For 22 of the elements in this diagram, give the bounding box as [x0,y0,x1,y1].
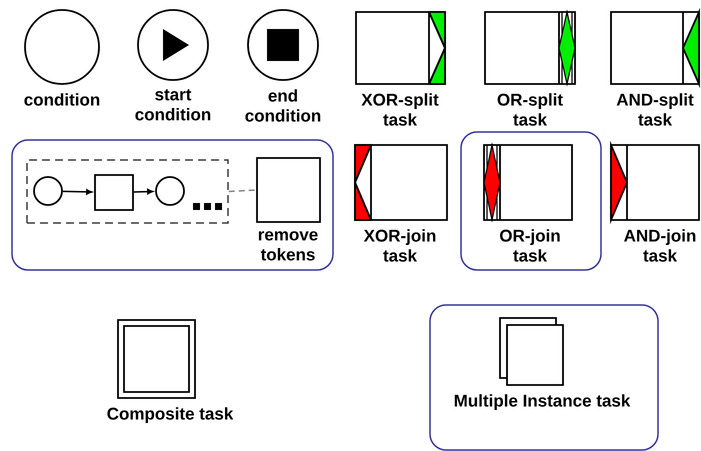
node-label: Composite task [107,407,234,424]
node-label: AND-split task [616,93,694,126]
arrow [134,188,154,194]
dashed-region [26,159,229,224]
node-label: end condition [245,89,320,122]
node-label: Multiple Instance task [454,394,630,410]
node-label: OR-split task [498,93,563,126]
region-outline [460,131,602,271]
region-outline [11,139,334,271]
node-label: remove tokens [258,231,318,261]
node-label: XOR-split task [361,93,439,126]
node-label: start condition [135,89,210,120]
small-circle [33,176,63,206]
small-square [94,174,134,211]
small-circle [155,176,185,206]
region-outline [429,304,659,451]
node-label: OR-join task [500,229,560,262]
node-label: condition [24,93,100,106]
node-label: XOR-join task [364,229,436,262]
connector-line [228,189,256,192]
node-label: AND-join task [624,229,696,262]
arrow [62,189,92,195]
